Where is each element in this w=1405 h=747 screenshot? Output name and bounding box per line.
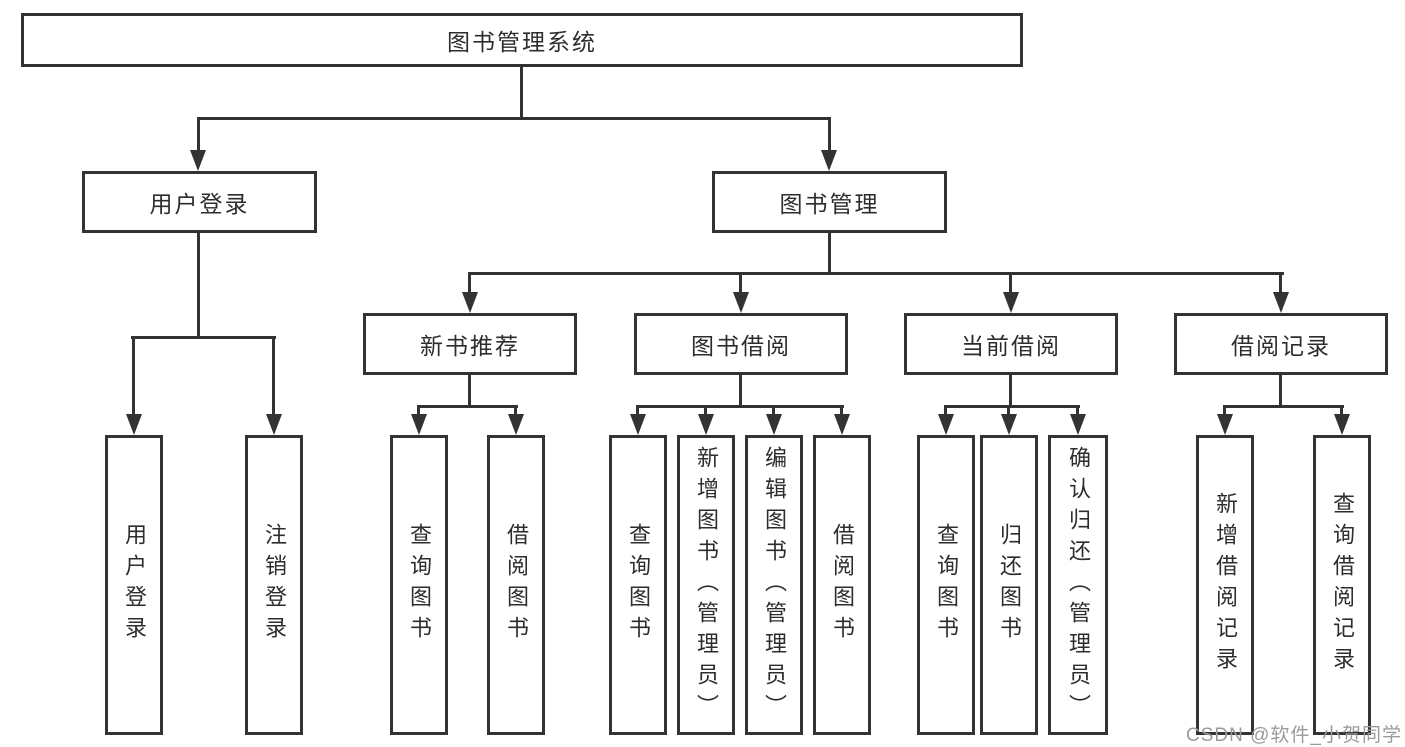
arrow-down-icon — [834, 414, 850, 435]
connector-line — [636, 405, 844, 408]
connector-line — [131, 336, 276, 339]
connector-line — [417, 405, 420, 417]
node-current-borrow-label: 当前借阅 — [961, 333, 1061, 359]
node-book-borrow-label: 图书借阅 — [691, 333, 791, 359]
leaf-logout-label: 注销登录 — [262, 523, 287, 647]
connector-line — [417, 405, 518, 408]
leaf-newbooks-borrow-label: 借阅图书 — [504, 523, 529, 647]
node-borrow-records: 借阅记录 — [1174, 313, 1388, 375]
connector-line — [636, 405, 639, 417]
connector-line — [1223, 405, 1226, 417]
leaf-borrow-edit: 编辑图书（管理员） — [745, 435, 803, 735]
arrow-down-icon — [733, 292, 749, 313]
leaf-user-login-label: 用户登录 — [122, 523, 147, 647]
connector-line — [468, 272, 1284, 275]
arrow-down-icon — [630, 414, 646, 435]
connector-line — [828, 233, 831, 275]
arrow-down-icon — [821, 150, 837, 171]
node-book-management-label: 图书管理 — [779, 191, 880, 217]
connector-line — [1009, 272, 1012, 293]
node-book-borrow: 图书借阅 — [634, 313, 848, 375]
arrow-down-icon — [1003, 292, 1019, 313]
leaf-records-add: 新增借阅记录 — [1196, 435, 1254, 735]
node-borrow-records-label: 借阅记录 — [1231, 333, 1331, 359]
connector-line — [1279, 375, 1282, 408]
connector-line — [197, 233, 200, 339]
arrow-down-icon — [1273, 292, 1289, 313]
node-user-login-label: 用户登录 — [149, 191, 250, 217]
connector-line — [840, 405, 843, 417]
node-user-login: 用户登录 — [82, 171, 317, 233]
connector-line — [704, 405, 707, 417]
connector-line — [132, 336, 135, 416]
connector-line — [1076, 405, 1079, 417]
leaf-records-query: 查询借阅记录 — [1313, 435, 1371, 735]
connector-line — [1223, 405, 1344, 408]
connector-line — [514, 405, 517, 417]
leaf-current-query: 查询图书 — [917, 435, 975, 735]
connector-line — [739, 375, 742, 408]
connector-line — [828, 117, 831, 152]
arrow-down-icon — [938, 414, 954, 435]
connector-line — [1340, 405, 1343, 417]
arrow-down-icon — [1001, 414, 1017, 435]
node-root-label: 图书管理系统 — [447, 29, 597, 55]
connector-line — [468, 375, 471, 408]
arrow-down-icon — [1070, 414, 1086, 435]
arrow-down-icon — [266, 414, 282, 435]
leaf-current-return-label: 归还图书 — [997, 523, 1022, 647]
arrow-down-icon — [698, 414, 714, 435]
arrow-down-icon — [126, 414, 142, 435]
leaf-current-return: 归还图书 — [980, 435, 1038, 735]
arrow-down-icon — [1217, 414, 1233, 435]
leaf-current-confirm: 确认归还（管理员） — [1048, 435, 1108, 735]
node-root: 图书管理系统 — [21, 13, 1023, 67]
arrow-down-icon — [411, 414, 427, 435]
leaf-borrow-edit-label: 编辑图书（管理员） — [762, 445, 787, 725]
connector-line — [272, 336, 275, 416]
node-new-book-recommend-label: 新书推荐 — [420, 333, 520, 359]
node-book-management: 图书管理 — [712, 171, 947, 233]
arrow-down-icon — [190, 150, 206, 171]
connector-line — [944, 405, 1080, 408]
leaf-borrow-borrow: 借阅图书 — [813, 435, 871, 735]
leaf-newbooks-borrow: 借阅图书 — [487, 435, 545, 735]
node-current-borrow: 当前借阅 — [904, 313, 1118, 375]
connector-line — [468, 272, 471, 293]
leaf-current-confirm-label: 确认归还（管理员） — [1066, 445, 1091, 725]
csdn-watermark: CSDN @软件_小贺同学 — [1186, 725, 1402, 746]
leaf-borrow-query-label: 查询图书 — [626, 523, 651, 647]
node-new-book-recommend: 新书推荐 — [363, 313, 577, 375]
connector-line — [944, 405, 947, 417]
leaf-borrow-add: 新增图书（管理员） — [677, 435, 735, 735]
arrow-down-icon — [766, 414, 782, 435]
connector-line — [1007, 405, 1010, 417]
connector-line — [772, 405, 775, 417]
leaf-logout: 注销登录 — [245, 435, 303, 735]
connector-line — [520, 67, 523, 120]
leaf-borrow-query: 查询图书 — [609, 435, 667, 735]
leaf-records-add-label: 新增借阅记录 — [1213, 492, 1238, 678]
leaf-user-login: 用户登录 — [105, 435, 163, 735]
arrow-down-icon — [508, 414, 524, 435]
leaf-borrow-borrow-label: 借阅图书 — [830, 523, 855, 647]
connector-line — [197, 117, 831, 120]
arrow-down-icon — [1334, 414, 1350, 435]
connector-line — [197, 117, 200, 152]
arrow-down-icon — [462, 292, 478, 313]
leaf-borrow-add-label: 新增图书（管理员） — [694, 445, 719, 725]
leaf-records-query-label: 查询借阅记录 — [1330, 492, 1355, 678]
leaf-newbooks-query-label: 查询图书 — [407, 523, 432, 647]
connector-line — [1279, 272, 1282, 293]
leaf-current-query-label: 查询图书 — [934, 523, 959, 647]
connector-line — [739, 272, 742, 293]
leaf-newbooks-query: 查询图书 — [390, 435, 448, 735]
connector-line — [1009, 375, 1012, 408]
